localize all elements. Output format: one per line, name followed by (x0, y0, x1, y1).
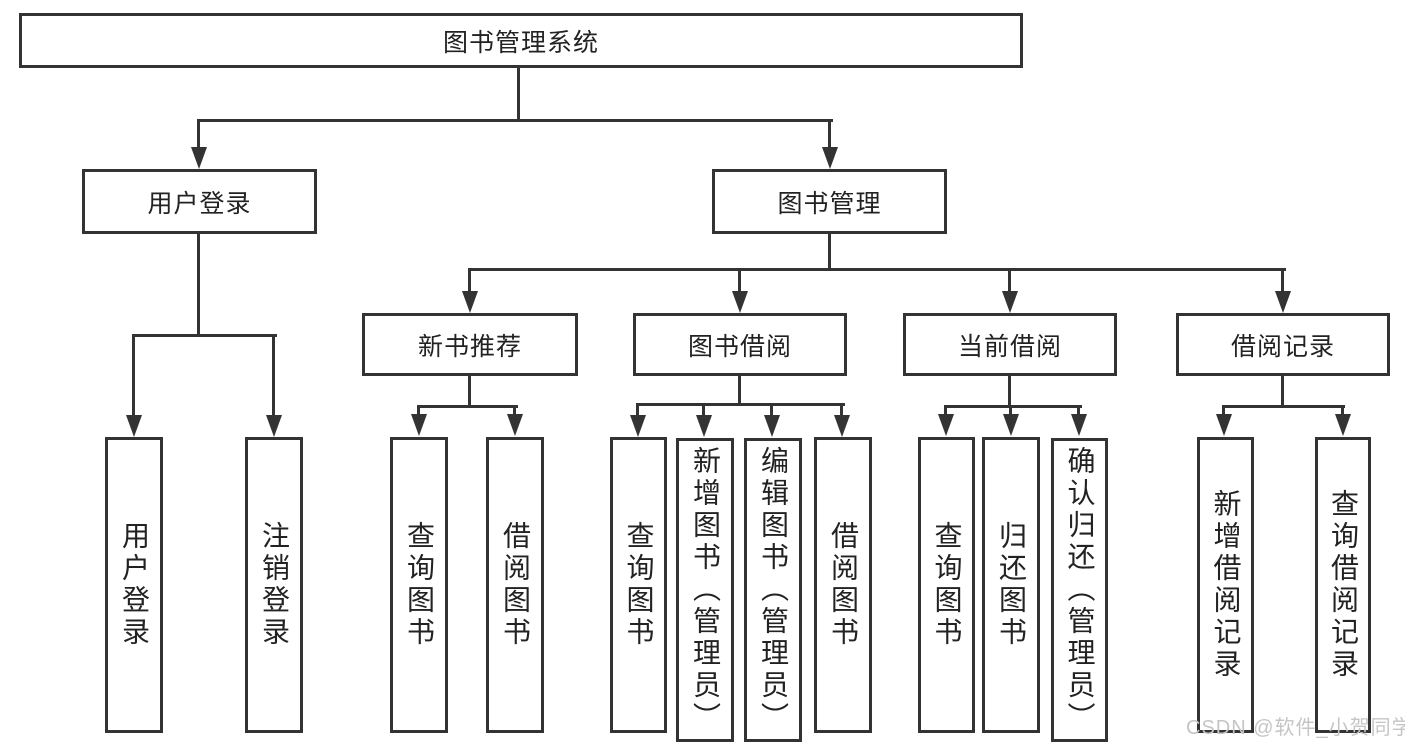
connector-line (1009, 407, 1012, 415)
leaf-label: 归还图书 (996, 521, 1027, 649)
connector-line (828, 121, 831, 149)
leaf-label: 编辑图书（管理员） (758, 446, 789, 734)
leaf-label: 确认归还（管理员） (1064, 446, 1096, 734)
connector-line (1341, 407, 1344, 415)
connector-line (1222, 407, 1225, 415)
leaf-label: 查询图书 (931, 521, 963, 649)
arrowhead-icon (507, 414, 523, 436)
connector-line (840, 405, 843, 415)
leaf-label: 借阅图书 (828, 521, 859, 649)
arrowhead-icon (1003, 414, 1019, 436)
leaf-borrow-books: 借阅图书 (814, 437, 872, 733)
arrowhead-icon (411, 414, 427, 436)
arrowhead-icon (696, 415, 712, 437)
arrowhead-icon (1002, 291, 1018, 313)
leaf-add-borrow-record: 新增借阅记录 (1197, 437, 1254, 733)
leaf-add-book-admin: 新增图书（管理员） (676, 438, 734, 742)
connector-line (702, 405, 705, 415)
connector-line (1281, 376, 1284, 407)
leaf-logout: 注销登录 (245, 437, 303, 733)
connector-line (1008, 270, 1011, 293)
connector-line (513, 407, 516, 415)
leaf-label: 用户登录 (119, 521, 150, 649)
arrowhead-icon (462, 291, 478, 313)
leaf-query-books-newbooks: 查询图书 (390, 437, 448, 733)
connector-line (417, 407, 420, 415)
arrowhead-icon (266, 415, 282, 437)
connector-line (944, 407, 947, 415)
connector-line (417, 405, 518, 408)
connector-line (197, 121, 200, 149)
leaf-label: 新增借阅记录 (1210, 489, 1242, 681)
leaf-borrow-books-newbooks: 借阅图书 (486, 437, 544, 733)
connector-line (132, 336, 135, 416)
node-book-borrowing: 图书借阅 (633, 313, 847, 376)
arrowhead-icon (191, 147, 207, 169)
arrowhead-icon (764, 415, 780, 437)
arrowhead-icon (630, 415, 646, 437)
node-label: 用户登录 (147, 189, 252, 218)
leaf-user-login: 用户登录 (105, 437, 163, 733)
connector-line (828, 234, 831, 270)
leaf-return-book: 归还图书 (982, 437, 1040, 733)
arrowhead-icon (822, 147, 838, 169)
node-borrowing-records: 借阅记录 (1176, 313, 1390, 376)
connector-line (1077, 407, 1080, 415)
node-label: 当前借阅 (957, 332, 1062, 361)
leaf-confirm-return-admin: 确认归还（管理员） (1051, 438, 1108, 742)
node-label: 借阅记录 (1230, 332, 1335, 361)
connector-line (197, 234, 200, 336)
connector-line (272, 336, 275, 416)
node-library-management-system: 图书管理系统 (19, 13, 1023, 68)
node-label: 图书借阅 (687, 332, 792, 361)
connector-line (468, 268, 1286, 271)
connector-line (944, 405, 1082, 408)
leaf-label: 注销登录 (259, 521, 290, 649)
node-label: 图书管理系统 (442, 28, 599, 57)
connector-line (770, 405, 773, 415)
arrowhead-icon (938, 414, 954, 436)
leaf-label: 查询图书 (404, 521, 435, 649)
node-label: 新书推荐 (417, 332, 522, 361)
arrowhead-icon (1275, 291, 1291, 313)
connector-line (636, 405, 639, 415)
arrowhead-icon (1216, 414, 1232, 436)
leaf-label: 新增图书（管理员） (690, 446, 721, 734)
leaf-label: 查询图书 (623, 521, 655, 649)
connector-line (468, 270, 471, 293)
leaf-query-borrow-record: 查询借阅记录 (1315, 437, 1371, 733)
connector-line (132, 334, 277, 337)
connector-line (738, 376, 741, 406)
arrowhead-icon (732, 291, 748, 313)
node-user-login: 用户登录 (82, 169, 317, 234)
watermark: CSDN @软件_小贺同学 (1186, 717, 1405, 739)
arrowhead-icon (126, 415, 142, 437)
arrowhead-icon (834, 415, 850, 437)
leaf-edit-book-admin: 编辑图书（管理员） (744, 438, 802, 742)
leaf-label: 查询借阅记录 (1328, 489, 1359, 681)
node-book-management: 图书管理 (712, 169, 947, 234)
connector-line (517, 68, 520, 121)
connector-line (197, 119, 833, 122)
connector-line (738, 270, 741, 293)
node-current-borrowing: 当前借阅 (903, 313, 1117, 376)
node-new-book-recommendation: 新书推荐 (362, 313, 578, 376)
arrowhead-icon (1071, 414, 1087, 436)
connector-line (468, 376, 471, 407)
leaf-query-books-borrow: 查询图书 (610, 437, 667, 733)
arrowhead-icon (1335, 414, 1351, 436)
leaf-query-books-current: 查询图书 (918, 437, 975, 733)
connector-line (636, 403, 845, 406)
connector-line (1008, 376, 1011, 407)
connector-line (1281, 270, 1284, 293)
leaf-label: 借阅图书 (500, 521, 531, 649)
connector-line (1222, 405, 1345, 408)
node-label: 图书管理 (777, 189, 882, 218)
